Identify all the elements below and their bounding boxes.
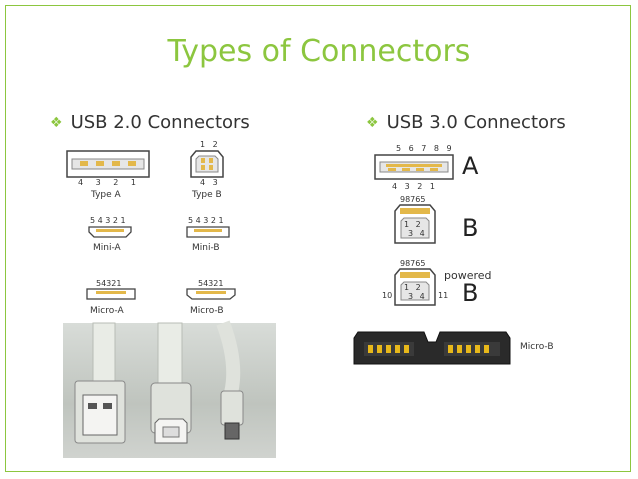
usb3-powered-b-pins-inner-bottom: 3 4 <box>408 292 426 301</box>
usb3-a-pins-top: 5 6 7 8 9 <box>396 144 453 153</box>
usb3-powered-b-diagram <box>394 268 436 306</box>
usb3-b-diagram <box>394 204 436 244</box>
usb3-powered-b-letter: B <box>462 279 479 307</box>
usb2-heading: ❖ USB 2.0 Connectors <box>50 112 250 133</box>
usb3-powered-b-pins-inner-top: 1 2 <box>404 283 422 292</box>
usb3-powered-note: powered <box>444 269 492 282</box>
usb2-heading-text: USB 2.0 Connectors <box>70 112 250 133</box>
usb3-b-pins-top: 98765 <box>400 195 426 204</box>
micro-a-pins: 54321 <box>96 279 122 288</box>
usb3-a-letter: A <box>462 152 479 180</box>
usb3-micro-b-label: Micro-B <box>520 342 554 352</box>
mini-b-label: Mini-B <box>192 243 220 253</box>
mini-b-diagram <box>186 226 230 238</box>
mini-a-pins: 5 4 3 2 1 <box>90 216 126 225</box>
slide-title: Types of Connectors <box>167 34 471 69</box>
usb-cables-photo <box>63 320 276 458</box>
mini-a-diagram <box>88 226 132 238</box>
micro-b-label: Micro-B <box>190 306 224 316</box>
usb3-powered-b-pin-left: 10 <box>382 291 393 300</box>
type-a-label: Type A <box>91 190 121 200</box>
usb3-b-letter: B <box>462 214 479 242</box>
micro-b-pins: 54321 <box>198 279 224 288</box>
mini-a-label: Mini-A <box>93 243 121 253</box>
usb3-a-pins-bottom: 4 3 2 1 <box>392 182 436 191</box>
usb3-powered-b-pins-top: 98765 <box>400 259 426 268</box>
bullet-icon: ❖ <box>366 114 379 131</box>
usb3-b-pins-inner-bottom: 3 4 <box>408 229 426 238</box>
mini-b-pins: 5 4 3 2 1 <box>188 216 224 225</box>
type-a-pins: 4 3 2 1 <box>78 178 137 187</box>
usb3-b-pins-inner-top: 1 2 <box>404 220 422 229</box>
usb3-a-diagram <box>374 154 454 180</box>
micro-b-diagram <box>186 288 236 300</box>
type-a-diagram <box>66 150 150 178</box>
bullet-icon: ❖ <box>50 114 63 131</box>
usb3-heading: ❖ USB 3.0 Connectors <box>366 112 566 133</box>
micro-a-label: Micro-A <box>90 306 124 316</box>
type-b-diagram <box>190 150 224 178</box>
type-b-pins-bottom: 4 3 <box>200 178 219 187</box>
usb3-heading-text: USB 3.0 Connectors <box>386 112 566 133</box>
usb3-powered-b-pin-right: 11 <box>438 291 449 300</box>
slide-frame <box>5 5 631 472</box>
type-b-label: Type B <box>192 190 222 200</box>
usb3-micro-b-diagram <box>353 331 511 365</box>
micro-a-diagram <box>86 288 136 300</box>
type-b-pins-top: 1 2 <box>200 140 219 149</box>
